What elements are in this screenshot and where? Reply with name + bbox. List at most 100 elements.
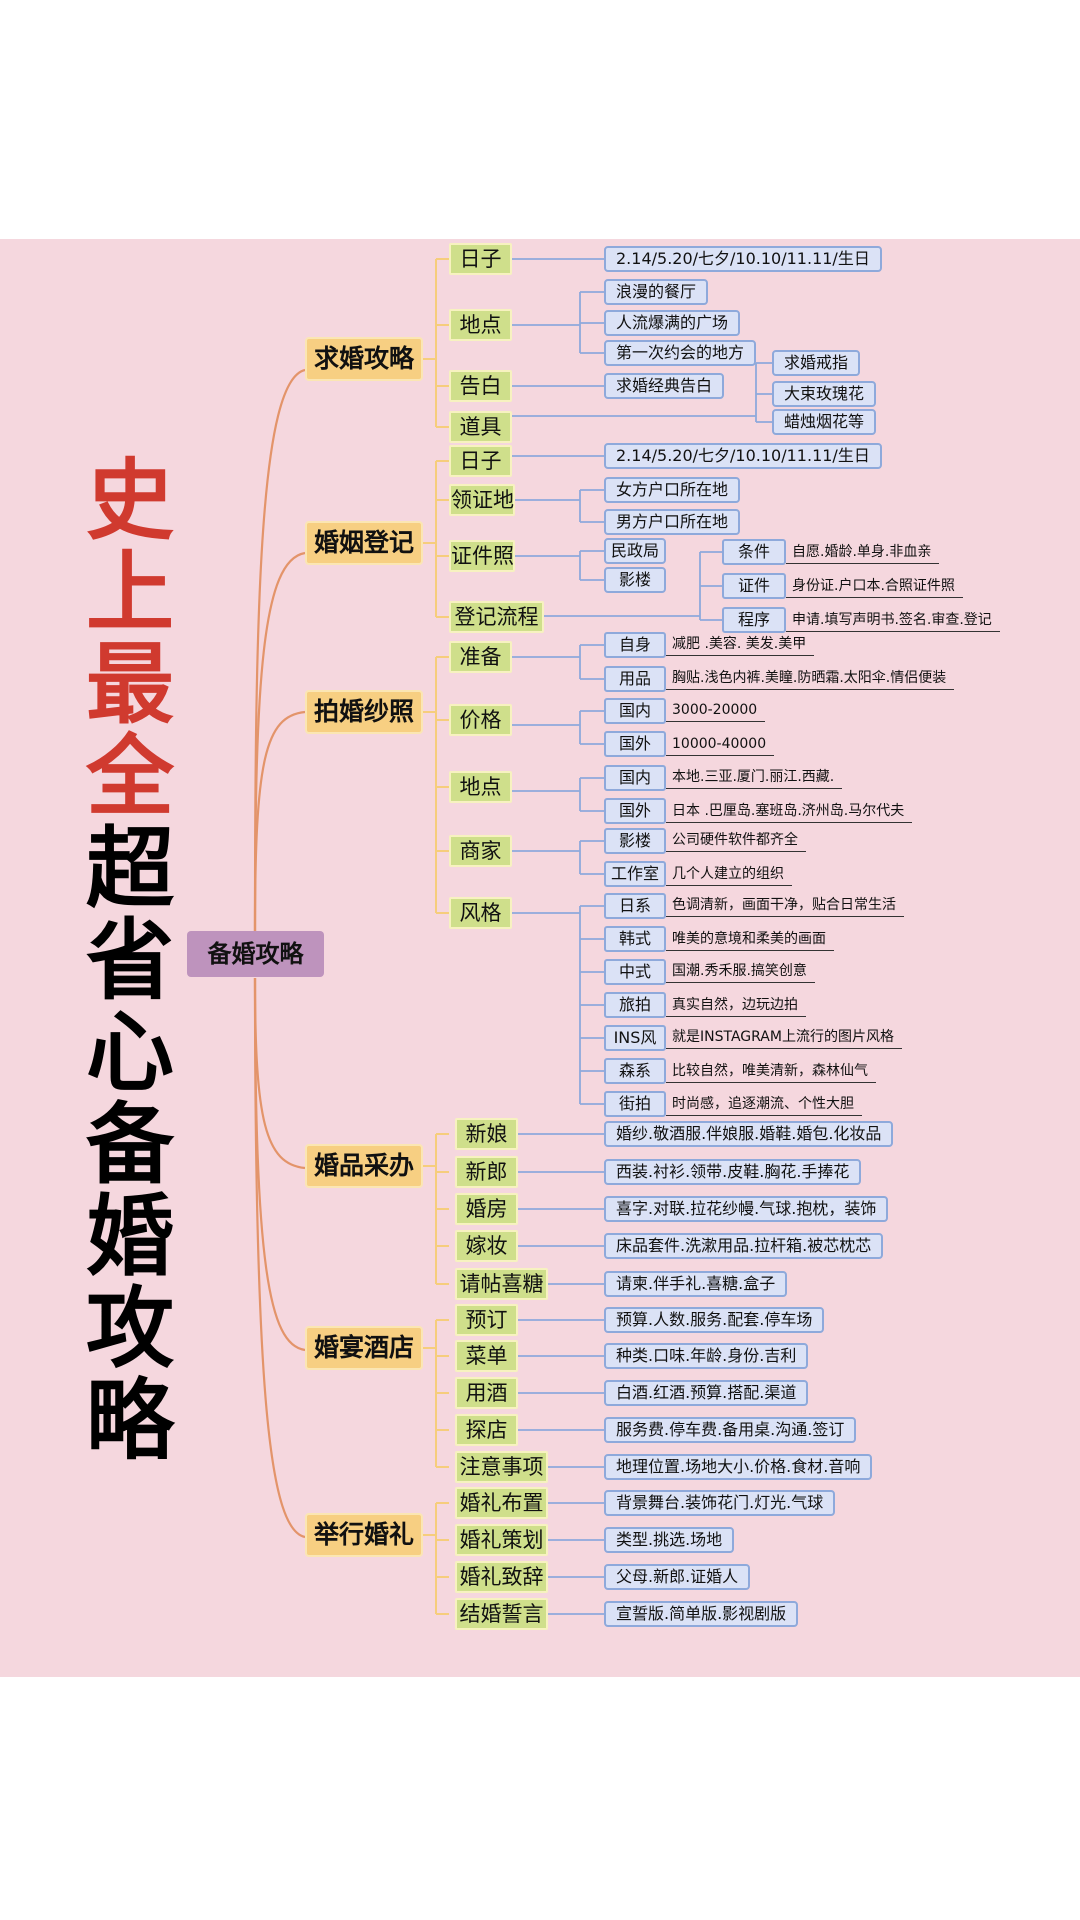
- branch-wedding-photos[interactable]: 拍婚纱照: [305, 690, 423, 734]
- leaf-node[interactable]: 男方户口所在地: [604, 509, 741, 535]
- leaf-node[interactable]: 求婚经典告白: [604, 373, 725, 399]
- node-wedding-room[interactable]: 婚房: [455, 1193, 518, 1225]
- note-text: 日本 .巴厘岛.塞班岛.济州岛.马尔代夫: [666, 801, 913, 823]
- node-groom[interactable]: 新郎: [455, 1156, 518, 1188]
- leaf-node[interactable]: 第一次约会的地方: [604, 340, 757, 366]
- tag-overseas[interactable]: 国外: [604, 798, 666, 824]
- note-text: 身份证.户口本.合照证件照: [786, 576, 963, 598]
- node-registration-place[interactable]: 领证地: [449, 484, 515, 516]
- title-char: 攻: [85, 1277, 174, 1380]
- tag-overseas[interactable]: 国外: [604, 731, 666, 757]
- leaf-node[interactable]: 2.14/5.20/七夕/10.10/11.11/生日: [604, 246, 882, 272]
- leaf-node[interactable]: 喜字.对联.拉花纱幔.气球.抱枕，装饰: [604, 1196, 889, 1222]
- tag-travel[interactable]: 旅拍: [604, 992, 666, 1018]
- root-node[interactable]: 备婚攻略: [187, 931, 324, 977]
- node-invitations-candy[interactable]: 请帖喜糖: [455, 1268, 548, 1300]
- leaf-node[interactable]: 人流爆满的广场: [604, 310, 741, 336]
- tag-domestic[interactable]: 国内: [604, 698, 666, 724]
- node-notes[interactable]: 注意事项: [455, 1451, 548, 1483]
- node-location[interactable]: 地点: [449, 309, 512, 341]
- node-price[interactable]: 价格: [449, 704, 512, 736]
- tag-workshop[interactable]: 工作室: [604, 861, 666, 887]
- node-id-photo[interactable]: 证件照: [449, 540, 515, 572]
- branch-shopping[interactable]: 婚品采办: [305, 1144, 423, 1188]
- node-speech[interactable]: 婚礼致辞: [455, 1561, 548, 1593]
- node-location[interactable]: 地点: [449, 771, 512, 803]
- title-char: 婚: [85, 1185, 174, 1288]
- tag-conditions[interactable]: 条件: [722, 539, 786, 565]
- leaf-node[interactable]: 影楼: [604, 567, 666, 593]
- node-registration-process[interactable]: 登记流程: [449, 601, 544, 633]
- leaf-links: [512, 258, 772, 1615]
- leaf-node[interactable]: 床品套件.洗漱用品.拉杆箱.被芯枕芯: [604, 1233, 884, 1259]
- branch-registration[interactable]: 婚姻登记: [305, 521, 423, 565]
- note-text: 真实自然，边玩边拍: [666, 995, 806, 1017]
- branch-ceremony[interactable]: 举行婚礼: [305, 1513, 423, 1557]
- tag-korean[interactable]: 韩式: [604, 926, 666, 952]
- tag-japanese[interactable]: 日系: [604, 893, 666, 919]
- node-liquor[interactable]: 用酒: [455, 1377, 518, 1409]
- node-dowry[interactable]: 嫁妆: [455, 1230, 518, 1262]
- node-decoration[interactable]: 婚礼布置: [455, 1487, 548, 1519]
- tag-chinese[interactable]: 中式: [604, 959, 666, 985]
- leaf-node[interactable]: 宣誓版.简单版.影视剧版: [604, 1601, 799, 1627]
- title-char: 全: [85, 725, 174, 828]
- tag-studio[interactable]: 影楼: [604, 828, 666, 854]
- tag-documents[interactable]: 证件: [722, 573, 786, 599]
- note-text: 国潮.秀禾服.搞笑创意: [666, 961, 815, 983]
- tag-forest[interactable]: 森系: [604, 1058, 666, 1084]
- leaf-node[interactable]: 父母.新郎.证婚人: [604, 1564, 751, 1590]
- leaf-node[interactable]: 浪漫的餐厅: [604, 279, 709, 305]
- node-props[interactable]: 道具: [449, 411, 512, 443]
- node-booking[interactable]: 预订: [455, 1304, 518, 1336]
- branch-proposal[interactable]: 求婚攻略: [305, 337, 423, 381]
- node-date[interactable]: 日子: [449, 243, 512, 275]
- note-text: 几个人建立的组织: [666, 864, 792, 886]
- leaf-node[interactable]: 求婚戒指: [772, 350, 861, 376]
- title-char: 史: [85, 449, 174, 552]
- title-char: 最: [85, 633, 174, 736]
- note-text: 就是INSTAGRAM上流行的图片风格: [666, 1027, 902, 1049]
- node-date[interactable]: 日子: [449, 445, 512, 477]
- leaf-node[interactable]: 类型.挑选.场地: [604, 1527, 735, 1553]
- tag-ins[interactable]: INS风: [604, 1025, 666, 1051]
- leaf-node[interactable]: 婚纱.敬酒服.伴娘服.婚鞋.婚包.化妆品: [604, 1121, 894, 1147]
- node-preparation[interactable]: 准备: [449, 641, 512, 673]
- note-text: 减肥 .美容. 美发.美甲: [666, 634, 815, 656]
- tag-domestic[interactable]: 国内: [604, 765, 666, 791]
- vertical-title: 史 上 最 全 超 省 心 备 婚 攻 略: [80, 455, 180, 1467]
- tag-self[interactable]: 自身: [604, 632, 666, 658]
- node-style[interactable]: 风格: [449, 897, 512, 929]
- leaf-node[interactable]: 服务费.停车费.备用桌.沟通.签订: [604, 1417, 857, 1443]
- leaf-node[interactable]: 请柬.伴手礼.喜糖.盒子: [604, 1271, 788, 1297]
- tag-procedure[interactable]: 程序: [722, 607, 786, 633]
- leaf-node[interactable]: 大束玫瑰花: [772, 381, 877, 407]
- leaf-node[interactable]: 蜡烛烟花等: [772, 409, 877, 435]
- note-text: 唯美的意境和柔美的画面: [666, 929, 834, 951]
- node-vows[interactable]: 结婚誓言: [455, 1598, 548, 1630]
- branch-banquet-hotel[interactable]: 婚宴酒店: [305, 1326, 423, 1370]
- node-planning[interactable]: 婚礼策划: [455, 1524, 548, 1556]
- mindmap-background: [0, 239, 1080, 1677]
- note-text: 申请.填写声明书.签名.审查.登记: [786, 610, 1000, 632]
- node-venue-visit[interactable]: 探店: [455, 1414, 518, 1446]
- leaf-node[interactable]: 女方户口所在地: [604, 477, 741, 503]
- leaf-node[interactable]: 西装.衬衫.领带.皮鞋.胸花.手捧花: [604, 1159, 862, 1185]
- node-confession[interactable]: 告白: [449, 370, 512, 402]
- tag-street[interactable]: 街拍: [604, 1091, 666, 1117]
- tag-supplies[interactable]: 用品: [604, 666, 666, 692]
- note-text: 时尚感，追逐潮流、个性大胆: [666, 1094, 862, 1116]
- leaf-node[interactable]: 白酒.红酒.预算.搭配.渠道: [604, 1380, 809, 1406]
- node-menu[interactable]: 菜单: [455, 1340, 518, 1372]
- leaf-node[interactable]: 背景舞台.装饰花门.灯光.气球: [604, 1490, 836, 1516]
- level2-links: [422, 258, 449, 1615]
- node-merchant[interactable]: 商家: [449, 835, 512, 867]
- node-bride[interactable]: 新娘: [455, 1118, 518, 1150]
- leaf-node[interactable]: 种类.口味.年龄.身份.吉利: [604, 1343, 809, 1369]
- leaf-node[interactable]: 地理位置.场地大小.价格.食材.音响: [604, 1454, 873, 1480]
- leaf-node[interactable]: 民政局: [604, 538, 666, 564]
- note-text: 自愿.婚龄.单身.非血亲: [786, 542, 940, 564]
- leaf-node[interactable]: 预算.人数.服务.配套.停车场: [604, 1307, 825, 1333]
- leaf-node[interactable]: 2.14/5.20/七夕/10.10/11.11/生日: [604, 443, 882, 469]
